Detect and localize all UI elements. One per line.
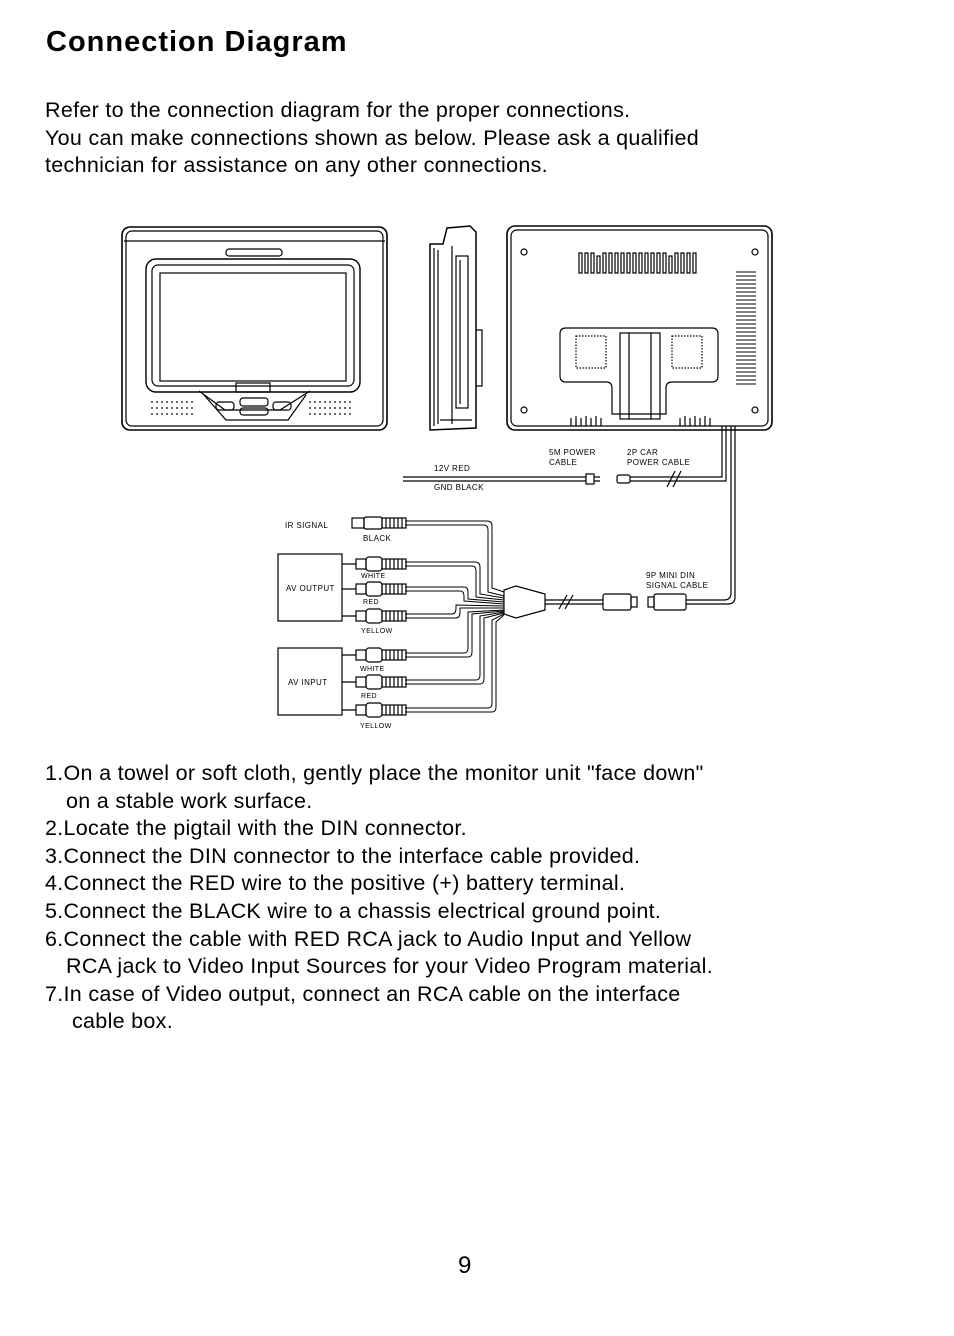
step-line: 4.Connect the RED wire to the positive (… [45,871,626,896]
av-input-white-label: WHITE [360,666,385,673]
intro-line-3: technician for assistance on any other c… [45,153,548,177]
step-line: 6.Connect the cable with RED RCA jack to… [45,926,692,951]
rear-vent-side [736,271,756,385]
din-cable-label-line-2: SIGNAL CABLE [646,581,708,590]
av-output-rca-plugs [342,556,407,624]
ir-signal-label: IR SIGNAL [285,521,328,530]
monitor-side-view [429,225,483,431]
monitor-rear-view [506,225,773,431]
speaker-grille-right [309,401,351,415]
av-output-white-label: WHITE [361,573,386,580]
av-output-label: AV OUTPUT [286,584,335,593]
rear-vent-top [578,252,697,274]
step-line: 1.On a towel or soft cloth, gently place… [45,761,704,785]
step-line: cable box. [72,1009,174,1034]
rear-connector-strip [570,416,711,426]
step-line: 3.Connect the DIN connector to the inter… [45,843,641,868]
car-power-label-line-1: 2P CAR [627,448,658,457]
step-line: 2.Locate the pigtail with the DIN connec… [45,816,467,841]
power-cable-label-line-1: 5M POWER [549,448,596,457]
av-input-rca-plugs [342,647,407,718]
step-line: 7.In case of Video output, connect an RC… [45,981,681,1006]
speaker-grille-left [151,401,193,415]
intro-paragraph: Refer to the connection diagram for the … [45,97,699,180]
red-wire-label: 12V RED [434,464,470,473]
power-cable-label-line-2: CABLE [549,458,577,467]
din-cable-label-line-1: 9P MINI DIN [646,571,695,580]
monitor-front-view [121,226,388,431]
av-input-red-label: RED [361,693,377,700]
ir-signal-plug [351,516,407,530]
step-line: RCA jack to Video Input Sources for your… [66,954,713,979]
page-number: 9 [458,1252,472,1279]
black-wire-label: GND BLACK [434,483,484,492]
breakout-wires [405,520,505,713]
intro-line-1: Refer to the connection diagram for the … [45,98,631,122]
av-output-box [277,553,343,622]
car-power-label-line-2: POWER CABLE [627,458,690,467]
power-cable [403,426,727,488]
av-output-yellow-label: YELLOW [361,628,393,635]
instruction-steps: 1.On a towel or soft cloth, gently place… [45,760,713,1036]
intro-line-2: You can make connections shown as below.… [45,125,699,150]
av-input-yellow-label: YELLOW [360,723,392,730]
av-output-red-label: RED [363,599,379,606]
step-line: 5.Connect the BLACK wire to a chassis el… [45,898,662,923]
step-line: on a stable work surface. [66,788,313,813]
page-title: Connection Diagram [46,26,348,58]
av-input-label: AV INPUT [288,678,328,687]
din-signal-cable [503,426,736,619]
ir-color-label: BLACK [363,534,391,543]
